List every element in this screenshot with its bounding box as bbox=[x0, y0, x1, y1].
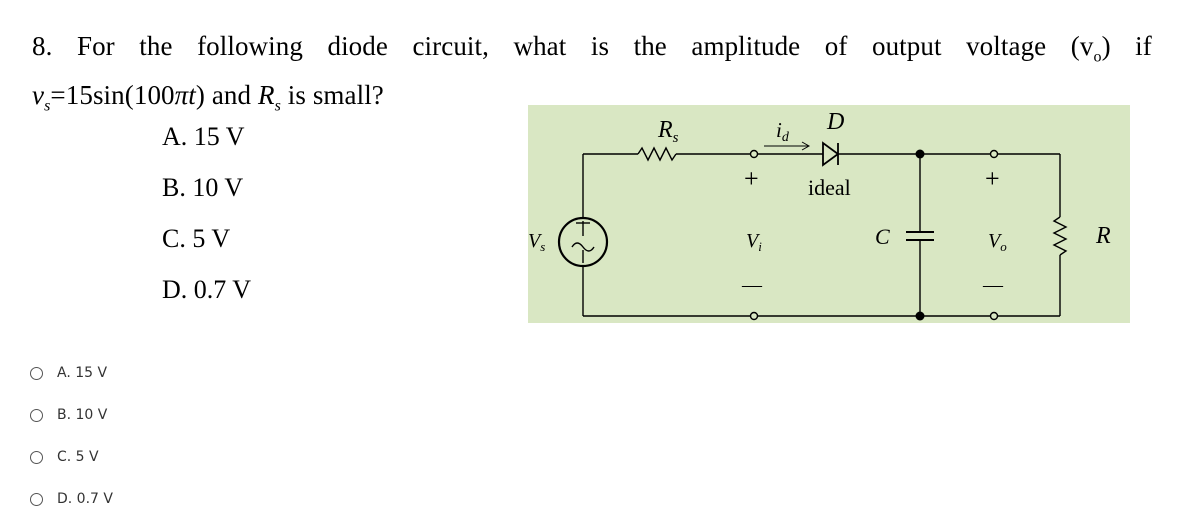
circuit-svg: Rs id D ideal + + — — Vs Vi C Vo R bbox=[528, 109, 1111, 321]
q-word: the bbox=[139, 31, 173, 61]
q-word: diode bbox=[327, 31, 388, 61]
r-label: R bbox=[1095, 223, 1111, 249]
vi-minus: — bbox=[741, 274, 763, 296]
inline-option-c: C. 5 V bbox=[162, 224, 231, 253]
q-word: For bbox=[76, 31, 115, 61]
q-word: output bbox=[871, 31, 942, 61]
q-word: if bbox=[1135, 31, 1152, 61]
vo-label: Vo bbox=[988, 230, 1007, 254]
vi-label: Vi bbox=[746, 230, 762, 254]
q-word: of bbox=[824, 31, 848, 61]
q-word: 8. bbox=[32, 31, 53, 61]
junction-dot-bottom bbox=[915, 311, 925, 321]
q-word: amplitude bbox=[691, 31, 801, 61]
diode-label: D bbox=[826, 109, 844, 135]
answer-option-d[interactable]: D. 0.7 V bbox=[30, 478, 113, 520]
inline-options: A. 15 V B. 10 V C. 5 V D. 0.7 V bbox=[162, 117, 251, 321]
question-line-2: vs=15sin(100πt) and Rs is small? bbox=[32, 80, 384, 115]
q-word: circuit, bbox=[412, 31, 489, 61]
answer-label: B. 10 V bbox=[57, 407, 108, 423]
q-word: is bbox=[590, 31, 610, 61]
answer-option-a[interactable]: A. 15 V bbox=[30, 352, 113, 394]
inline-option-b: B. 10 V bbox=[162, 173, 244, 202]
answer-label: D. 0.7 V bbox=[57, 491, 113, 507]
inline-option-a: A. 15 V bbox=[162, 122, 245, 151]
rs-label: Rs bbox=[657, 117, 679, 146]
radio-button[interactable] bbox=[30, 408, 43, 422]
vo-minus: — bbox=[982, 274, 1004, 296]
answer-option-c[interactable]: C. 5 V bbox=[30, 436, 113, 478]
radio-button[interactable] bbox=[30, 492, 43, 506]
answer-label: C. 5 V bbox=[57, 449, 99, 465]
radio-button[interactable] bbox=[30, 450, 43, 464]
q-word: voltage bbox=[966, 31, 1047, 61]
question-line-1: 8. For the following diode circuit, what… bbox=[32, 27, 1152, 76]
question-text: 8. For the following diode circuit, what… bbox=[32, 27, 1152, 126]
id-label: id bbox=[776, 118, 790, 145]
q-word: what bbox=[513, 31, 567, 61]
q-word: following bbox=[197, 31, 303, 61]
circuit-diagram: Rs id D ideal + + — — Vs Vi C Vo R bbox=[528, 105, 1130, 323]
vi-plus: + bbox=[744, 164, 759, 193]
vo-plus: + bbox=[985, 164, 1000, 193]
vo-expression: (vo) bbox=[1070, 31, 1111, 66]
answer-choices: A. 15 V B. 10 V C. 5 V D. 0.7 V bbox=[30, 352, 113, 520]
junction-dot-top bbox=[915, 149, 925, 159]
q-word: the bbox=[633, 31, 667, 61]
inline-option-d: D. 0.7 V bbox=[162, 275, 252, 304]
c-label: C bbox=[875, 224, 890, 249]
ideal-label: ideal bbox=[808, 175, 851, 200]
vs-label: Vs bbox=[528, 230, 545, 254]
radio-button[interactable] bbox=[30, 366, 43, 380]
answer-option-b[interactable]: B. 10 V bbox=[30, 394, 113, 436]
answer-label: A. 15 V bbox=[57, 365, 108, 381]
